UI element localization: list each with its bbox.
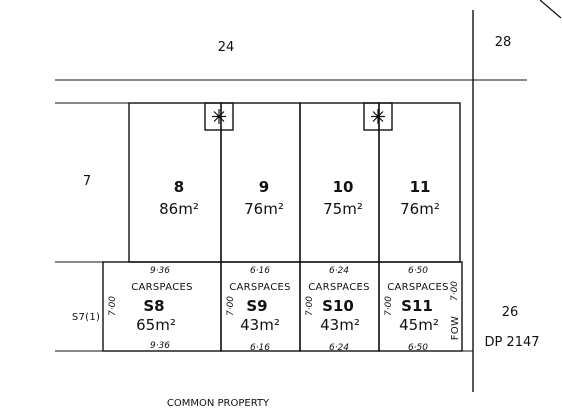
lot-9-area: 76m²	[244, 200, 284, 218]
carspace-s11-outline	[378, 261, 463, 352]
common-property-label: COMMON PROPERTY	[167, 398, 270, 409]
carspace-s8-area: 65m²	[136, 316, 176, 334]
symbol-box-left	[204, 102, 234, 131]
carspace-s11-heading: CARSPACES	[387, 282, 449, 293]
boundary-lines	[55, 0, 562, 392]
carspace-s10-id: S10	[322, 297, 354, 315]
carspace-s9-top-dimension: 6·16	[250, 266, 270, 276]
adjoining-lot-26: 26	[502, 305, 519, 320]
carspace-s11-top-dimension: 6·50	[408, 266, 428, 276]
lot-11-area: 76m²	[400, 200, 440, 218]
corner-tick-line	[539, 0, 562, 19]
lot-11-number: 11	[410, 178, 431, 196]
fow-label: FOW	[450, 316, 461, 340]
carspace-s10-bottom-dimension: 6·24	[329, 343, 349, 353]
adjoining-lot-24: 24	[218, 40, 235, 55]
carspace-s8-top-dimension: 9·36	[150, 266, 170, 276]
symbol-frame	[204, 102, 234, 131]
easement-label: S7(1)	[72, 312, 100, 323]
carspace-s10-heading: CARSPACES	[308, 282, 370, 293]
carspace-s10-area: 43m²	[320, 316, 360, 334]
carspace-s9-bottom-dimension: 6·16	[250, 343, 270, 353]
east-side-dimension: 7·00	[450, 281, 460, 301]
carspace-s9-id: S9	[246, 297, 267, 315]
lot-8-area: 86m²	[159, 200, 199, 218]
carspace-s11-bottom-dimension: 6·50	[408, 343, 428, 353]
asterisk-icon	[212, 109, 226, 124]
carspace-s9-side-dimension: 7·00	[226, 296, 236, 316]
lot-10-number: 10	[333, 178, 354, 196]
carspace-s10-top-dimension: 6·24	[329, 266, 349, 276]
carspace-s8-id: S8	[143, 297, 164, 315]
symbol-frame	[363, 102, 393, 131]
carspace-s11-side-dimension: 7·00	[384, 296, 394, 316]
carspace-s8-bottom-dimension: 9·36	[150, 341, 170, 351]
lot-10-area: 75m²	[323, 200, 363, 218]
carspace-s8-heading: CARSPACES	[131, 282, 193, 293]
lots-group: 8 86m² 9 76m² 10 75m² 11 76m²	[128, 102, 461, 263]
lot-8-number: 8	[174, 178, 184, 196]
lot-9-number: 9	[259, 178, 269, 196]
adjoining-lot-28: 28	[495, 35, 512, 50]
carspace-s9-heading: CARSPACES	[229, 282, 291, 293]
adjoining-plan-dp: DP 2147	[484, 335, 539, 350]
asterisk-icon	[371, 109, 385, 124]
carspace-s11-id: S11	[401, 297, 433, 315]
carspace-s8-side-dimension: 7·00	[108, 296, 118, 316]
symbol-box-right	[363, 102, 393, 131]
adjoining-lot-7: 7	[83, 174, 91, 189]
carspaces-group: 9·36 CARSPACES S8 65m² 9·36 7·00 6·16 CA…	[102, 261, 463, 353]
carspace-s11-area: 45m²	[399, 316, 439, 334]
carspace-s9-area: 43m²	[240, 316, 280, 334]
carspace-s10-side-dimension: 7·00	[305, 296, 315, 316]
